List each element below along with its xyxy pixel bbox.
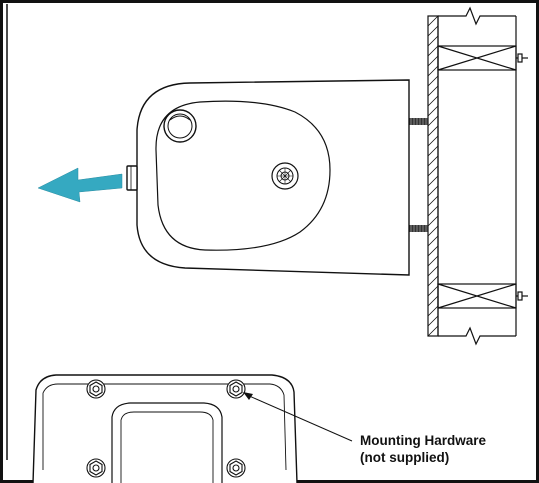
wall-hatching [427,15,439,337]
access-port-icon [163,109,197,143]
callout-leader [243,392,353,442]
direction-arrow-icon [37,167,123,203]
callout-line-2: (not supplied) [360,450,450,465]
mounting-plate [32,374,298,483]
outlet-nozzle [126,165,138,191]
callout-label: Mounting Hardware (not supplied) [360,432,486,466]
unit-bottom-view [32,374,298,483]
callout-line-1: Mounting Hardware [360,433,487,448]
unit-inner-panel [155,100,331,251]
drain-fitting-icon [271,162,299,190]
unit-side-view [126,79,410,276]
bolt-icon [86,379,246,478]
break-line-icon [438,326,516,346]
bolt-icon [516,53,528,301]
break-line-icon [438,6,516,26]
wall-section [427,6,528,346]
mounting-studs [409,118,428,232]
center-recess [111,402,223,483]
